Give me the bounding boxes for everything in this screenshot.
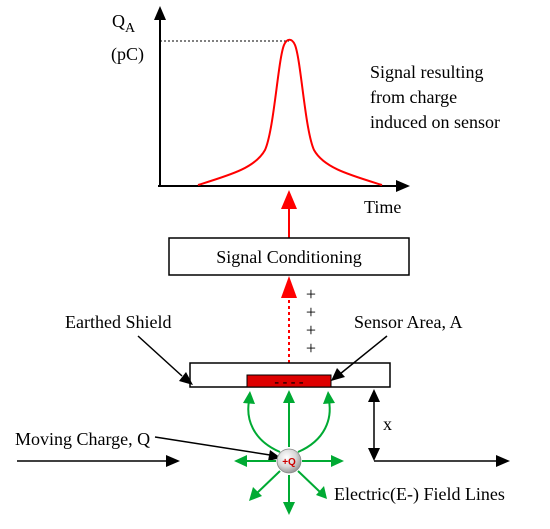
signal-curve — [197, 38, 383, 186]
field-lines-label: Electric(E-) Field Lines — [334, 484, 505, 505]
svg-text:+: + — [306, 302, 316, 322]
distance-label: x — [383, 414, 392, 434]
svg-text:+: + — [306, 338, 316, 358]
distance-marker — [368, 389, 380, 461]
signal-conditioning-block: Signal Conditioning — [168, 237, 410, 276]
graph-x-axis-arrowhead — [396, 180, 410, 192]
graph-y-axis-arrowhead — [154, 6, 166, 20]
graph-x-label: Time — [364, 197, 401, 217]
graph-y-unit: (pC) — [111, 44, 144, 65]
sensor-area-pointer — [331, 335, 388, 381]
electric-field-lines — [234, 390, 344, 515]
conditioning-to-graph-arrow — [281, 190, 297, 238]
sensor-induced-charge: - - - - — [274, 375, 303, 390]
earthed-shield-label: Earthed Shield — [65, 312, 171, 332]
earthed-shield-pointer — [137, 335, 193, 385]
charge-label: +Q — [282, 457, 296, 468]
induced-plus-marks: + + + + — [306, 284, 316, 358]
graph-note: Signal resulting from charge induced on … — [370, 62, 500, 132]
motion-arrow-right — [374, 455, 510, 467]
sensor-area-label: Sensor Area, A — [354, 312, 462, 332]
moving-charge-label: Moving Charge, Q — [15, 429, 150, 449]
svg-text:+: + — [306, 284, 316, 304]
motion-arrow-left — [17, 455, 180, 467]
sensor-area: - - - - — [246, 374, 332, 390]
sensor-to-conditioning-arrow — [281, 276, 297, 375]
signal-graph: QA (pC) Time Signal resulting from charg… — [111, 6, 500, 217]
graph-y-label: QA — [112, 11, 136, 36]
signal-conditioning-label: Signal Conditioning — [216, 247, 362, 267]
svg-text:+: + — [306, 320, 316, 340]
moving-charge: +Q — [276, 448, 302, 474]
